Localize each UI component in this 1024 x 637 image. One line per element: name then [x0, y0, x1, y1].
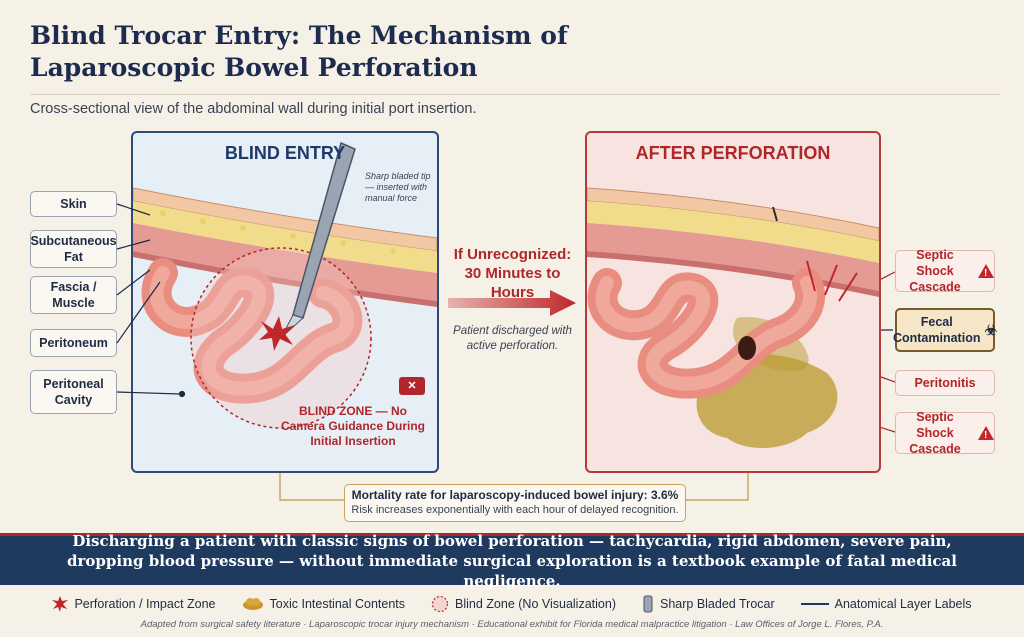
legend-item-layer-labels: Anatomical Layer Labels: [800, 597, 972, 611]
blind-entry-illustration: [133, 141, 437, 429]
progression-arrow: [448, 290, 576, 316]
layer-line-icon: [800, 603, 829, 605]
toxic-contents-icon: [242, 598, 263, 610]
layer-label-cavity: Peritoneal Cavity: [30, 370, 117, 414]
legend-label-perforation: Perforation / Impact Zone: [74, 597, 216, 611]
legend-item-blind-zone: Blind Zone (No Visualization): [431, 595, 616, 613]
blind-entry-title: BLIND ENTRY: [224, 143, 346, 163]
trocar-tip-callout: Sharp bladed tip — inserted with manual …: [365, 171, 431, 203]
warning-icon: [978, 264, 994, 282]
layer-label-fascia: Fascia / Muscle: [30, 276, 117, 314]
warning-icon: [978, 426, 994, 444]
legend-label-trocar: Sharp Bladed Trocar: [659, 597, 775, 611]
page-title: Blind Trocar Entry: The Mechanism of Lap…: [30, 21, 568, 82]
peritonitis-text: Peritonitis: [914, 376, 976, 390]
legend-item-perforation: Perforation / Impact Zone: [52, 596, 216, 612]
mortality-risk-note: Risk increases exponentially with each h…: [351, 504, 679, 516]
blind-zone-icon: [431, 595, 449, 613]
legend-item-trocar: Sharp Bladed Trocar: [642, 595, 775, 613]
title-divider: [30, 94, 1000, 95]
source-footer: Adapted from surgical safety literature …: [140, 619, 884, 630]
mortality-callout: Mortality rate for laparoscopy-induced b…: [344, 484, 686, 522]
trocar-icon: [643, 595, 653, 613]
legend-label-blind-zone: Blind Zone (No Visualization): [455, 597, 616, 611]
label-septic-shock-lower: Septic Shock Cascade: [895, 410, 995, 456]
fecal-contamination-text: Fecal Contamination: [892, 315, 981, 345]
page-subtitle: Cross-sectional view of the abdominal wa…: [30, 101, 477, 117]
biohazard-icon: ☣: [984, 322, 998, 338]
septic-shock-text-lower: Septic Shock Cascade: [909, 410, 961, 456]
mortality-rate: Mortality rate for laparoscopy-induced b…: [351, 488, 679, 502]
impact-star-icon: [52, 596, 69, 612]
legend: Perforation / Impact Zone Toxic Intestin…: [0, 594, 1024, 614]
label-septic-shock-upper: Septic Shock Cascade: [895, 248, 995, 294]
label-fecal-contamination: Fecal Contamination ☣: [892, 308, 998, 352]
legend-item-contents: Toxic Intestinal Contents: [242, 597, 406, 611]
septic-shock-text-upper: Septic Shock Cascade: [909, 248, 961, 294]
layer-label-skin: Skin: [30, 191, 117, 217]
blind-zone-label: BLIND ZONE — No Camera Guidance During I…: [280, 404, 426, 448]
negligence-banner: Discharging a patient with classic signs…: [0, 532, 1024, 590]
legend-label-layers: Anatomical Layer Labels: [834, 597, 972, 611]
discharge-note: Patient discharged with active perforati…: [453, 325, 572, 352]
time-to-recognition-heading: If Unrecognized: 30 Minutes to Hours: [453, 246, 572, 301]
no-camera-icon: ✕: [399, 377, 425, 395]
layer-label-peritoneum: Peritoneum: [30, 329, 117, 357]
after-perforation-panel: AFTER PERFORATION: [585, 131, 881, 473]
layer-label-fat: Subcutaneous Fat: [30, 230, 117, 268]
label-peritonitis: Peritonitis: [895, 370, 995, 396]
legend-label-contents: Toxic Intestinal Contents: [269, 597, 406, 611]
blind-entry-panel: BLIND ENTRY Sharp bladed tip — inserted …: [131, 131, 439, 473]
after-perforation-illustration: [587, 187, 879, 449]
after-perforation-title: AFTER PERFORATION: [635, 143, 831, 163]
